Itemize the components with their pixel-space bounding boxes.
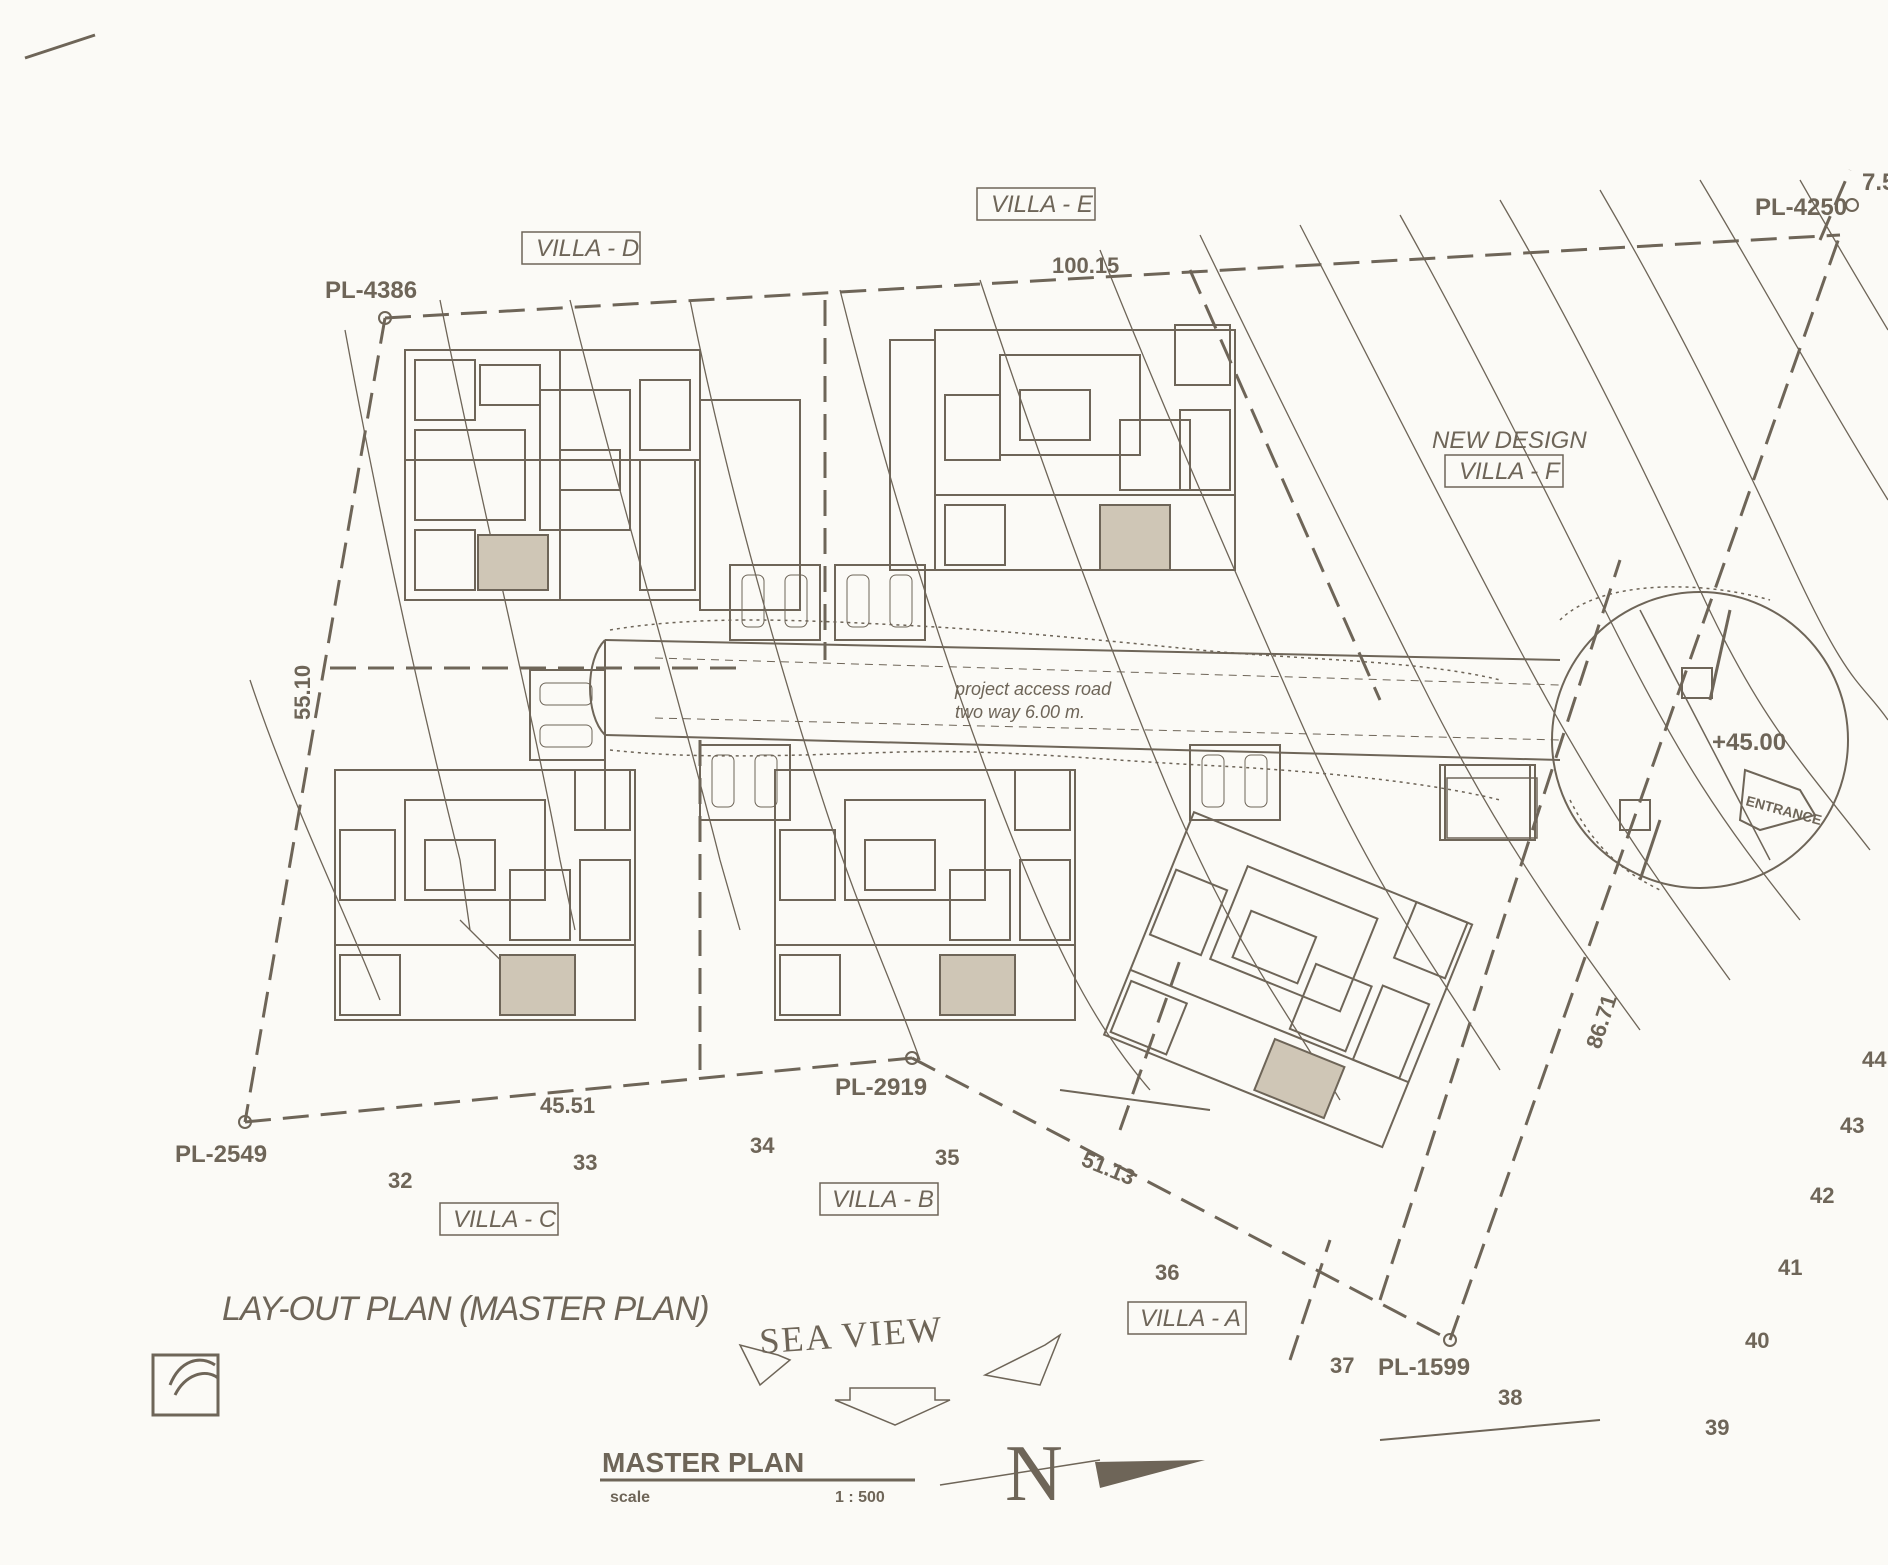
- contour-number: 43: [1840, 1113, 1864, 1138]
- parking-bays: [529, 564, 1531, 841]
- dimension-label: 45.51: [540, 1093, 595, 1118]
- contour-number: 36: [1155, 1260, 1179, 1285]
- north-line: [939, 1459, 1101, 1486]
- master-plan-title: MASTER PLAN: [602, 1447, 804, 1478]
- villa-c-label: VILLA - C: [453, 1206, 557, 1233]
- arrow-icon: [834, 1387, 951, 1426]
- plot-label: PL-4250: [1755, 194, 1847, 221]
- contour-number: 37: [1330, 1353, 1354, 1378]
- north-arrow: N: [939, 1430, 1205, 1518]
- north-label: N: [1005, 1430, 1063, 1518]
- contour-number: 42: [1810, 1183, 1834, 1208]
- architect-logo: [151, 1353, 220, 1417]
- corner-fragment: 7.5: [1862, 169, 1888, 196]
- contour-number: 44: [1862, 1047, 1887, 1072]
- contour-number: 39: [1705, 1415, 1729, 1440]
- arrow-icon: [738, 1343, 792, 1387]
- dimension-label: 86.71: [1581, 991, 1622, 1051]
- villa-e-label: VILLA - E: [991, 191, 1094, 218]
- dimension-label: 51.13: [1078, 1146, 1138, 1190]
- plot-markers: [238, 198, 1859, 1347]
- contour-number: 40: [1745, 1328, 1769, 1353]
- contour-number: 38: [1498, 1385, 1522, 1410]
- villa-b-floorplan: [774, 769, 1076, 1021]
- arrow-icon: [982, 1333, 1062, 1386]
- dimension-label: 100.15: [1052, 253, 1119, 278]
- plot-boundary: [243, 169, 1852, 1361]
- contour-numbers: 32 33 34 35 36 37 38 39 40 41 42 43 44: [388, 1047, 1887, 1440]
- pencil-mark: [24, 33, 96, 60]
- villa-f-label: VILLA - F: [1459, 458, 1561, 485]
- contour-number: 34: [750, 1133, 775, 1158]
- access-road: [589, 639, 1561, 830]
- road-label-2: two way 6.00 m.: [955, 702, 1085, 722]
- scale-value: 1 : 500: [835, 1489, 885, 1506]
- contour-leaders: [1059, 1089, 1601, 1441]
- contour-number: 33: [573, 1150, 597, 1175]
- plot-label: PL-2549: [175, 1141, 267, 1168]
- villa-c-floorplan: [334, 769, 636, 1021]
- scale-label: scale: [610, 1489, 650, 1506]
- villa-d-label: VILLA - D: [536, 235, 639, 262]
- contour-number: 32: [388, 1168, 412, 1193]
- villa-label-boxes: [439, 187, 1564, 1335]
- level-label: +45.00: [1712, 729, 1786, 756]
- contour-number: 41: [1778, 1255, 1802, 1280]
- villa-a-floorplan: [1102, 810, 1474, 1149]
- parked-cars: [539, 574, 1268, 808]
- drawing-title: LAY-OUT PLAN (MASTER PLAN): [222, 1290, 709, 1328]
- sea-view-label: SEA VIEW: [758, 1309, 945, 1362]
- plot-label: PL-1599: [1378, 1354, 1470, 1381]
- villa-d-floorplan: [404, 349, 801, 611]
- roundabout: [1551, 591, 1849, 889]
- villa-e-floorplan: [889, 324, 1236, 571]
- road-label-1: project access road: [954, 679, 1112, 699]
- plot-label: PL-2919: [835, 1074, 927, 1101]
- dimension-label: 55.10: [290, 665, 315, 720]
- north-arrow-icon: [1095, 1460, 1205, 1488]
- plot-label: PL-4386: [325, 277, 417, 304]
- new-design-label: NEW DESIGN: [1432, 427, 1587, 454]
- landscape-trees: [609, 586, 1771, 891]
- sea-view-indicator: SEA VIEW: [738, 1309, 1062, 1426]
- contour-lines: [249, 179, 1888, 1101]
- villa-a-label: VILLA - A: [1140, 1305, 1241, 1332]
- service-box: [1444, 764, 1536, 841]
- contour-number: 35: [935, 1145, 959, 1170]
- villa-b-label: VILLA - B: [832, 1186, 934, 1213]
